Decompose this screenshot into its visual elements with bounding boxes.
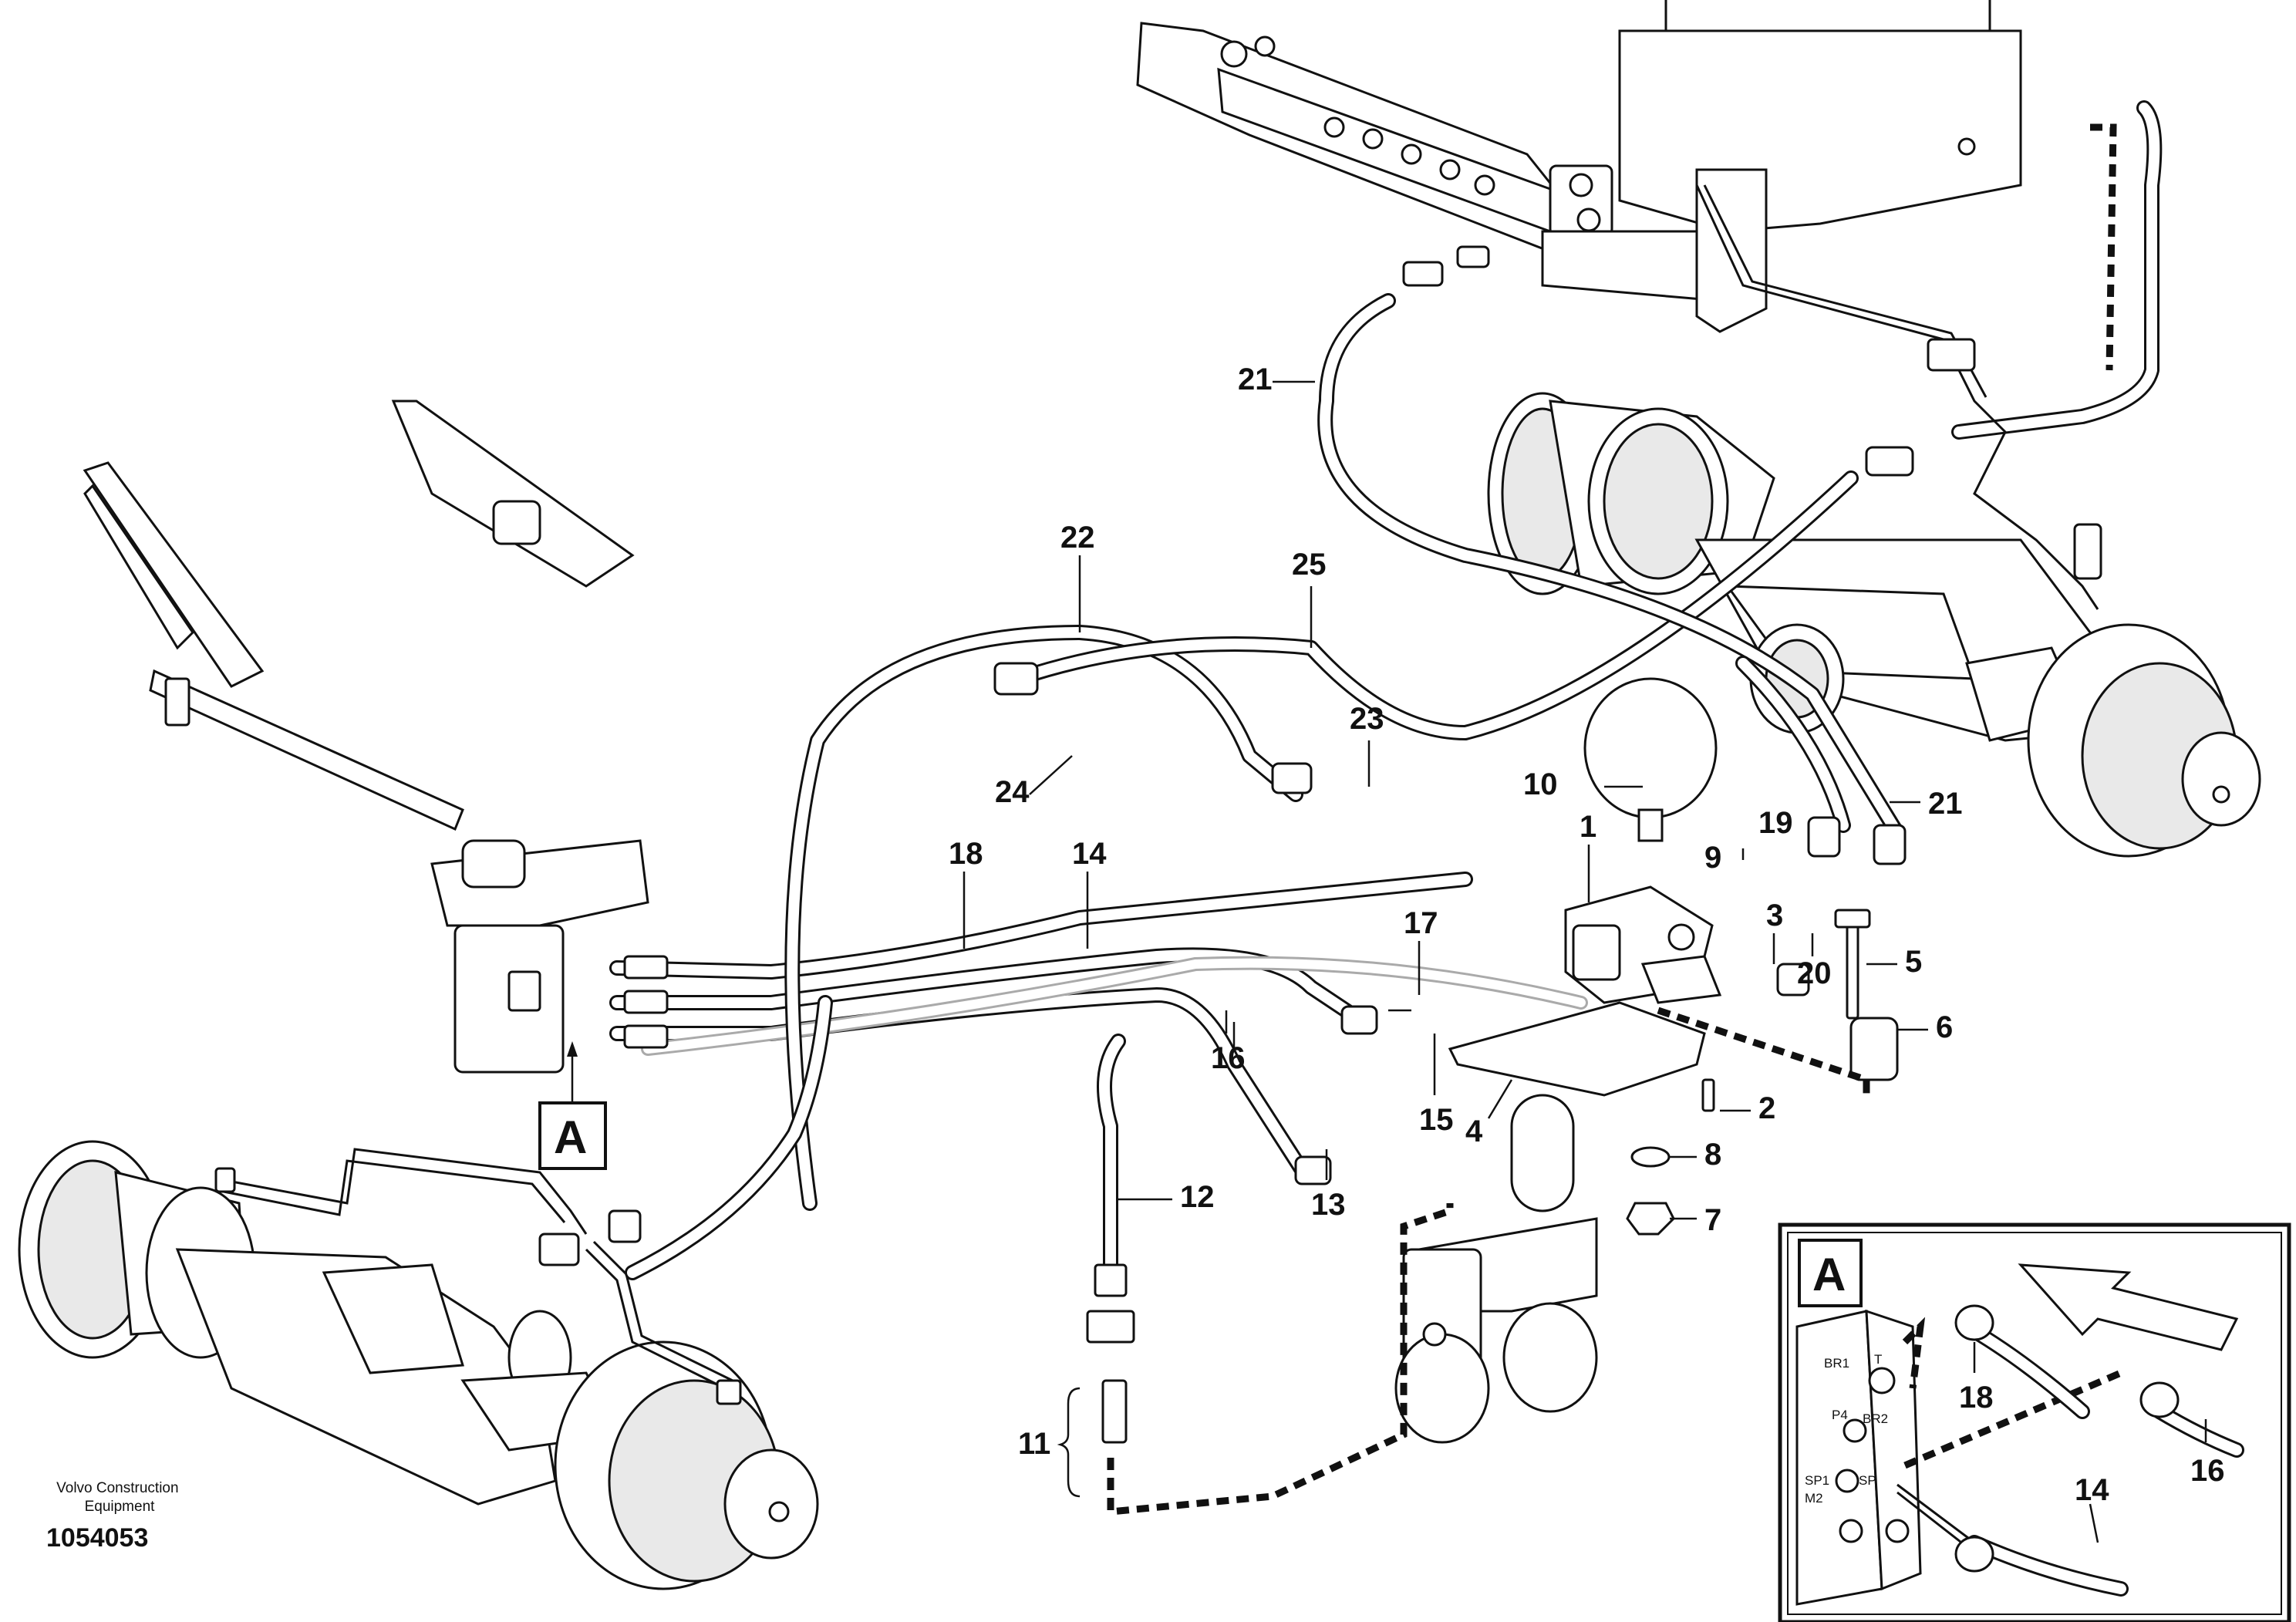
ghost-hoses [641,956,1588,1056]
hose-23 [784,625,1303,1211]
callout-7: 7 [1704,1203,1721,1237]
callout-6: 6 [1936,1010,1953,1044]
callout-22: 23 [1350,702,1384,736]
view-marker-letter: A [554,1111,587,1163]
inset-letter: A [1812,1249,1846,1300]
hose-21-upper [1317,293,1905,841]
callout-2: 2 [1758,1091,1775,1125]
tank-housing [1541,0,2022,333]
callout-8: 8 [1704,1138,1721,1172]
callout-24: 24 [995,775,1030,809]
port-label-br1: BR1 [1824,1356,1849,1371]
accumulator-lower [1394,1094,1598,1444]
bracket-4 [1448,1001,1706,1097]
valve-block-1 [1564,885,1722,1004]
callout-4: 4 [1465,1114,1483,1148]
hose-16 [609,987,1311,1180]
callout-21-lower: 21 [1928,787,1963,821]
callout-15: 15 [1419,1103,1454,1137]
callout-10: 10 [1523,767,1558,801]
callout-20: 20 [1797,956,1832,990]
callout-16: 16 [1211,1041,1246,1075]
hose-18 [609,872,1473,980]
figure-caption: Volvo Construction Equipment 1054053 [46,1480,183,1553]
dashed-line-lower [1107,1203,1454,1516]
port-label-t: T [1874,1352,1882,1367]
hose-21-lower [1735,656,1851,833]
port-label-sp1: SP1 [1805,1473,1829,1488]
dashed-line-valve [1657,1007,1870,1095]
callout-9: 9 [1704,841,1721,875]
document-number: 1054053 [46,1523,148,1553]
callout-25: 25 [1292,548,1327,582]
publisher-name: Volvo Construction Equipment [56,1480,183,1515]
callout-3: 3 [1766,899,1783,932]
callout-12: 12 [1180,1180,1215,1214]
callout-5: 5 [1905,945,1922,979]
callout-13: 13 [1311,1188,1346,1222]
callout-14: 14 [1072,837,1107,871]
callout-19: 19 [1758,806,1793,840]
callout-labels: 21 22 25 23 24 10 1 19 21 9 18 14 17 3 2… [949,363,1963,1461]
callout-21-upper: 21 [1238,363,1273,396]
inset-callout-14: 14 [2075,1473,2109,1507]
dashed-line-top [2090,123,2117,371]
inset-callout-18: 18 [1959,1381,1994,1415]
arrow-icon [2018,1263,2239,1351]
hose-front [625,995,833,1280]
fittings [623,245,1914,1444]
hose-12 [1097,1034,1126,1273]
brake-pedal-assembly [83,400,649,1074]
pipe-top-right [1695,100,2163,610]
inset-a: A 18 14 16 BR1 T BR2 P4 SP1 M2 SP [1778,1222,2291,1622]
view-marker-a: A [538,1041,607,1170]
accumulator-10 [1583,677,1718,842]
callout-leaders [963,380,1928,1498]
port-label-br2: BR2 [1863,1411,1888,1426]
port-label-sp: SP [1859,1473,1876,1488]
port-label-p4: P4 [1832,1408,1848,1422]
front-axle-pipe [214,1148,742,1405]
inset-callout-16: 16 [2190,1454,2225,1488]
callout-23: 22 [1060,521,1095,555]
callout-18: 18 [949,837,983,871]
callout-1: 1 [1580,810,1596,844]
port-label-m2: M2 [1805,1491,1823,1506]
front-axle [18,1140,819,1590]
parts-5-6-7-8 [1626,909,1899,1236]
callout-11: 11 [1018,1427,1050,1461]
frame-crossmember [1136,22,1613,257]
callout-17: 17 [1404,906,1438,940]
